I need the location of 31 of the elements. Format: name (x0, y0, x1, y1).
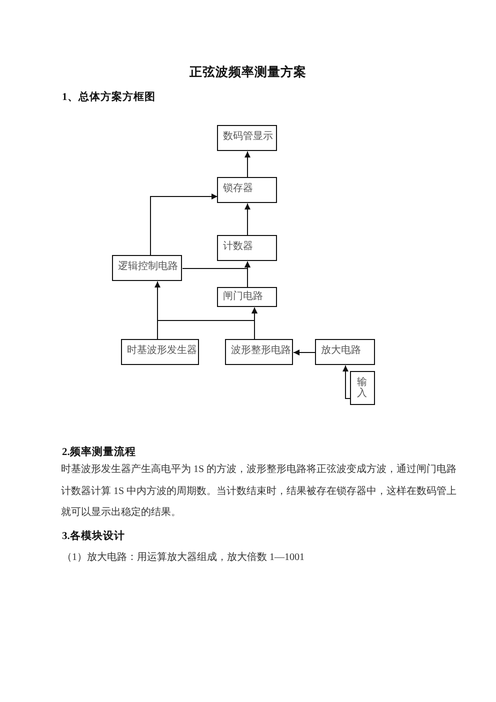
box-label: 放大电路 (321, 345, 361, 357)
title: 正弦波频率测量方案 (190, 64, 306, 80)
box-label: 输入 (357, 377, 367, 399)
box-label: 逻辑控制电路 (118, 261, 178, 273)
box-label: 计数器 (223, 241, 253, 253)
process-box (121, 339, 199, 365)
arrow (293, 350, 316, 356)
list-item: （1）放大电路：用运算放大器组成，放大倍数 1—1001 (62, 551, 304, 565)
arrow (342, 365, 351, 399)
box-label: 时基波形发生器 (127, 345, 197, 357)
input-box (350, 371, 375, 405)
arrow (244, 203, 250, 236)
process-box (217, 287, 277, 307)
section-heading: 2.频率测量流程 (62, 446, 136, 460)
arrow (244, 151, 250, 178)
section-heading: 3.各模块设计 (62, 530, 125, 544)
paragraph: 时基波形发生器产生高电平为 1S 的方波，波形整形电路将正弦波变成方波，通过闸门电路计数器计算 1S 中内方波的周期数。当计数结束时，结果被存在锁存器中，这样在数码管上就可以显示出稳定的结果。 (61, 462, 458, 520)
box-label: 数码管显示 (223, 131, 273, 143)
process-box (112, 255, 182, 281)
arrow (244, 261, 250, 288)
section-heading: 1、总体方案方框图 (62, 91, 156, 105)
process-box (217, 125, 277, 151)
process-box (217, 177, 277, 203)
box-label: 闸门电路 (223, 291, 263, 303)
arrow (150, 194, 218, 256)
process-box (217, 235, 277, 261)
box-label: 锁存器 (223, 183, 253, 195)
process-box (225, 339, 293, 365)
process-box (315, 339, 375, 365)
box-label: 波形整形电路 (231, 345, 291, 357)
arrow (252, 307, 258, 340)
